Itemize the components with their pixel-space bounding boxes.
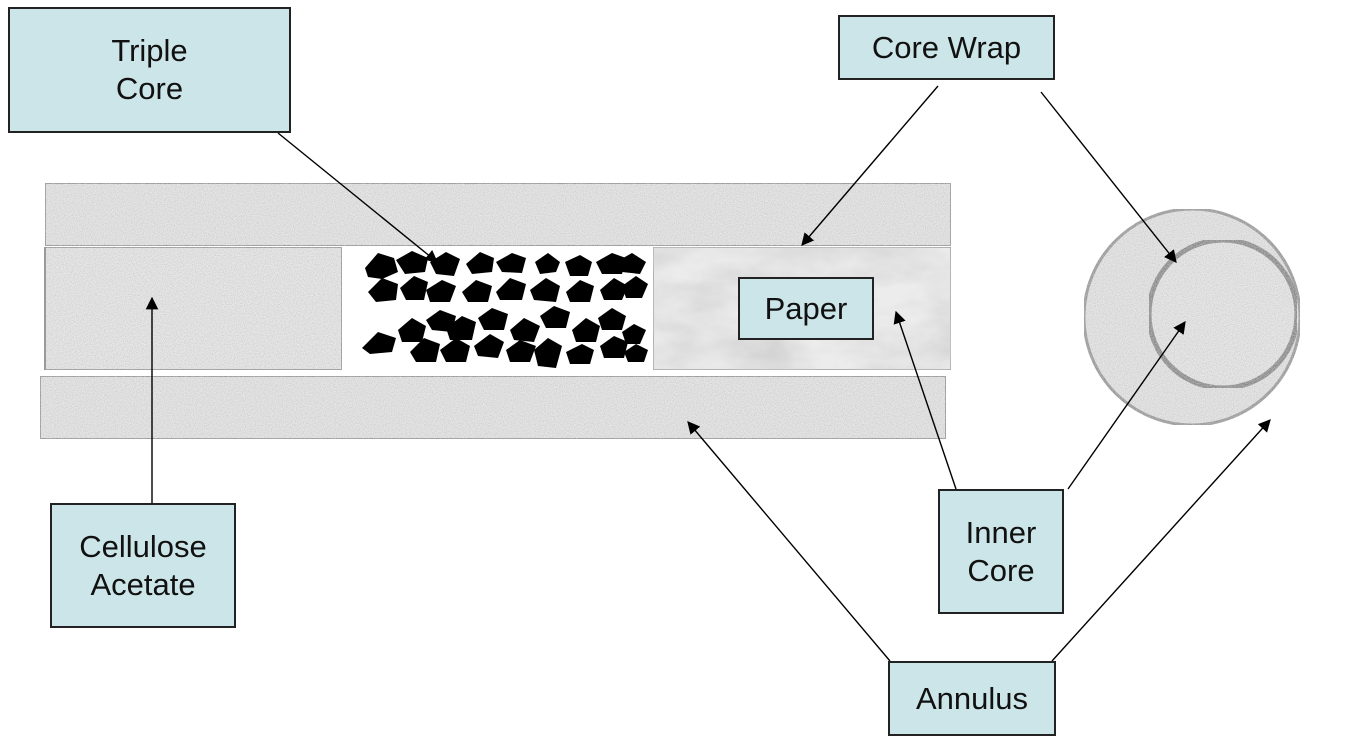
cellulose-acetate-label: Cellulose Acetate	[50, 503, 236, 628]
cellulose-acetate-label-line1: Cellulose	[79, 528, 207, 564]
pointer-arrows	[145, 85, 1271, 662]
arrow-inner-core-band	[893, 310, 957, 490]
annulus-bottom-layer	[39, 375, 947, 440]
triple-core-label: Triple Core	[8, 7, 291, 133]
granule-cluster	[362, 251, 648, 368]
core-wrap-label-text: Core Wrap	[871, 29, 1022, 65]
paper-label-text: Paper	[764, 290, 848, 326]
annulus-top-layer	[44, 182, 952, 247]
arrow-annulus-band	[687, 421, 891, 662]
core-wrap-label: Core Wrap	[838, 15, 1055, 80]
triple-core-label-line1: Triple	[111, 33, 188, 68]
inner-core-label: Inner Core	[938, 489, 1064, 614]
triple-core-label-line2: Core	[115, 71, 184, 106]
arrow-core-wrap-band	[801, 85, 939, 246]
cellulose-acetate-label-line2: Acetate	[90, 566, 196, 602]
inner-core-label-line1: Inner	[965, 514, 1037, 550]
annulus-label: Annulus	[888, 661, 1056, 736]
arrow-triple-core	[277, 132, 438, 263]
annulus-label-text: Annulus	[915, 680, 1029, 716]
inner-core-circle	[1146, 237, 1300, 391]
paper-label: Paper	[738, 277, 874, 340]
inner-core-label-line2: Core	[967, 552, 1035, 588]
arrow-inner-core-circle	[1067, 320, 1186, 490]
arrow-annulus-circle	[1051, 419, 1271, 662]
cellulose-acetate-segment	[44, 246, 343, 371]
arrow-core-wrap-circle	[1040, 91, 1177, 263]
